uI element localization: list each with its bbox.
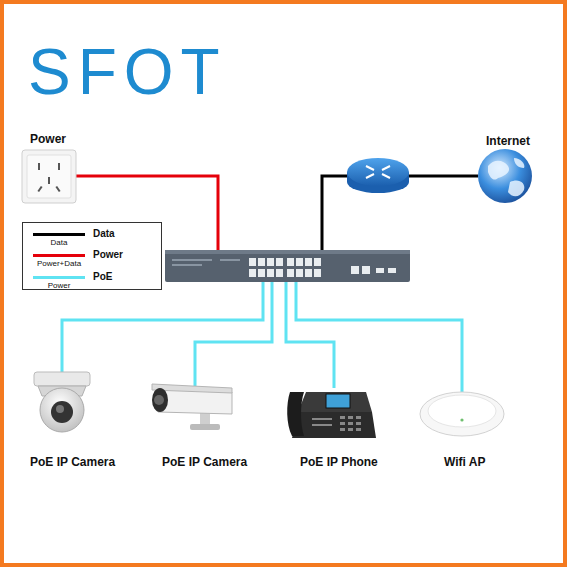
legend-sample-caption: Power [27,281,91,290]
poe-wire [195,282,272,386]
data-wire [322,176,348,250]
legend-text: Power [93,249,123,261]
legend-box: DataPowerPoEDataPower+DataPower [22,222,162,290]
router-icon [347,158,409,193]
device-label: PoE IP Camera [30,455,115,469]
wifi-ap [420,392,504,436]
poe-wire [62,282,263,372]
device-node: Internet [476,134,536,206]
device-label: PoE IP Camera [162,455,247,469]
device-label: Internet [486,134,530,148]
poe-wire [286,282,334,388]
device-label: Wifi AP [444,455,485,469]
poe-switch [165,250,410,282]
device-label: Power [30,132,66,146]
legend-text: Data [93,228,115,240]
device-node: PoE IP Phone [284,380,384,470]
bullet-camera [152,384,232,430]
data-wire [409,175,478,178]
legend-sample-caption: Data [27,238,91,247]
power-outlet [22,150,76,203]
device-node: PoE IP Camera [28,366,146,470]
legend-line-sample [33,254,85,257]
legend-sample-caption: Power+Data [27,259,91,268]
legend-text: PoE [93,271,112,283]
device-node: Power [22,128,78,205]
device-node: PoE IP Camera [148,376,249,470]
dome-camera [34,372,90,432]
brand-logo: SFOT [28,40,227,104]
ip-phone [287,392,376,438]
poe-wire [296,282,462,392]
legend-line-sample [33,276,85,279]
device-node: Wifi AP [418,386,510,470]
device-label: PoE IP Phone [300,455,378,469]
legend-line-sample [33,233,85,236]
internet-globe [478,149,532,203]
